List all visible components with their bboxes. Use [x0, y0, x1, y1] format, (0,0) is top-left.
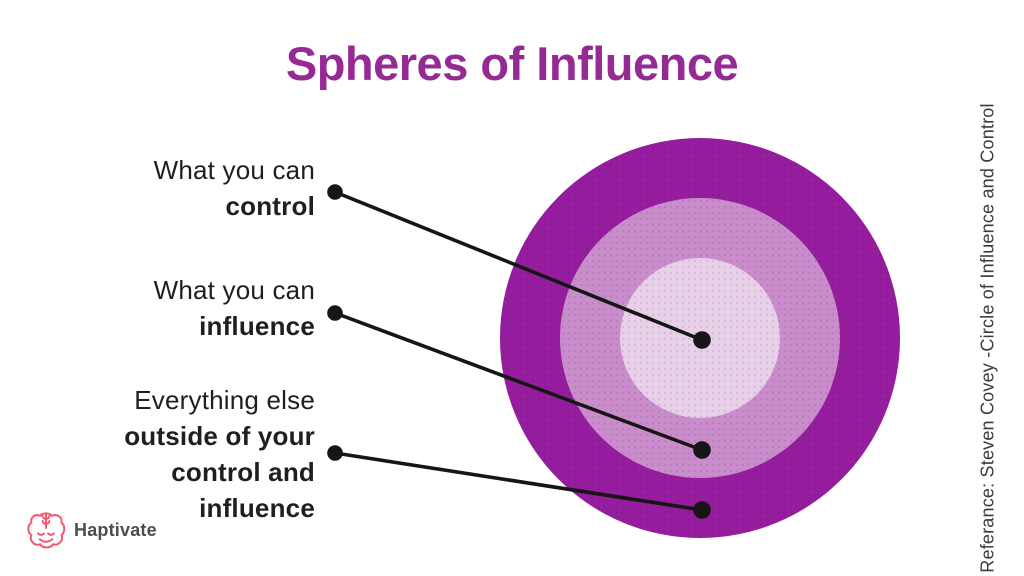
- annotation-line: influence: [199, 493, 315, 523]
- label-dot-outside: [327, 445, 343, 461]
- sphere-inner: [620, 258, 780, 418]
- reference-caption: Referance: Steven Covey -Circle of Influ…: [977, 103, 998, 573]
- annotation-line: outside of your: [124, 421, 315, 451]
- annotation-outside: Everything else outside of your control …: [5, 382, 315, 526]
- annotation-line: What you can: [153, 155, 315, 185]
- annotation-line: control: [225, 191, 315, 221]
- brand-logo: Haptivate: [26, 509, 157, 552]
- brand-name: Haptivate: [74, 520, 157, 540]
- label-dot-control: [327, 184, 343, 200]
- annotation-line: Everything else: [134, 385, 315, 415]
- annotation-line: influence: [199, 311, 315, 341]
- annotation-line: What you can: [153, 275, 315, 305]
- annotation-line: control and: [171, 457, 315, 487]
- annotation-control: What you can control: [5, 152, 315, 224]
- annotation-influence: What you can influence: [5, 272, 315, 344]
- page-title: Spheres of Influence: [285, 37, 739, 90]
- brain-icon: [27, 512, 66, 549]
- label-dot-influence: [327, 305, 343, 321]
